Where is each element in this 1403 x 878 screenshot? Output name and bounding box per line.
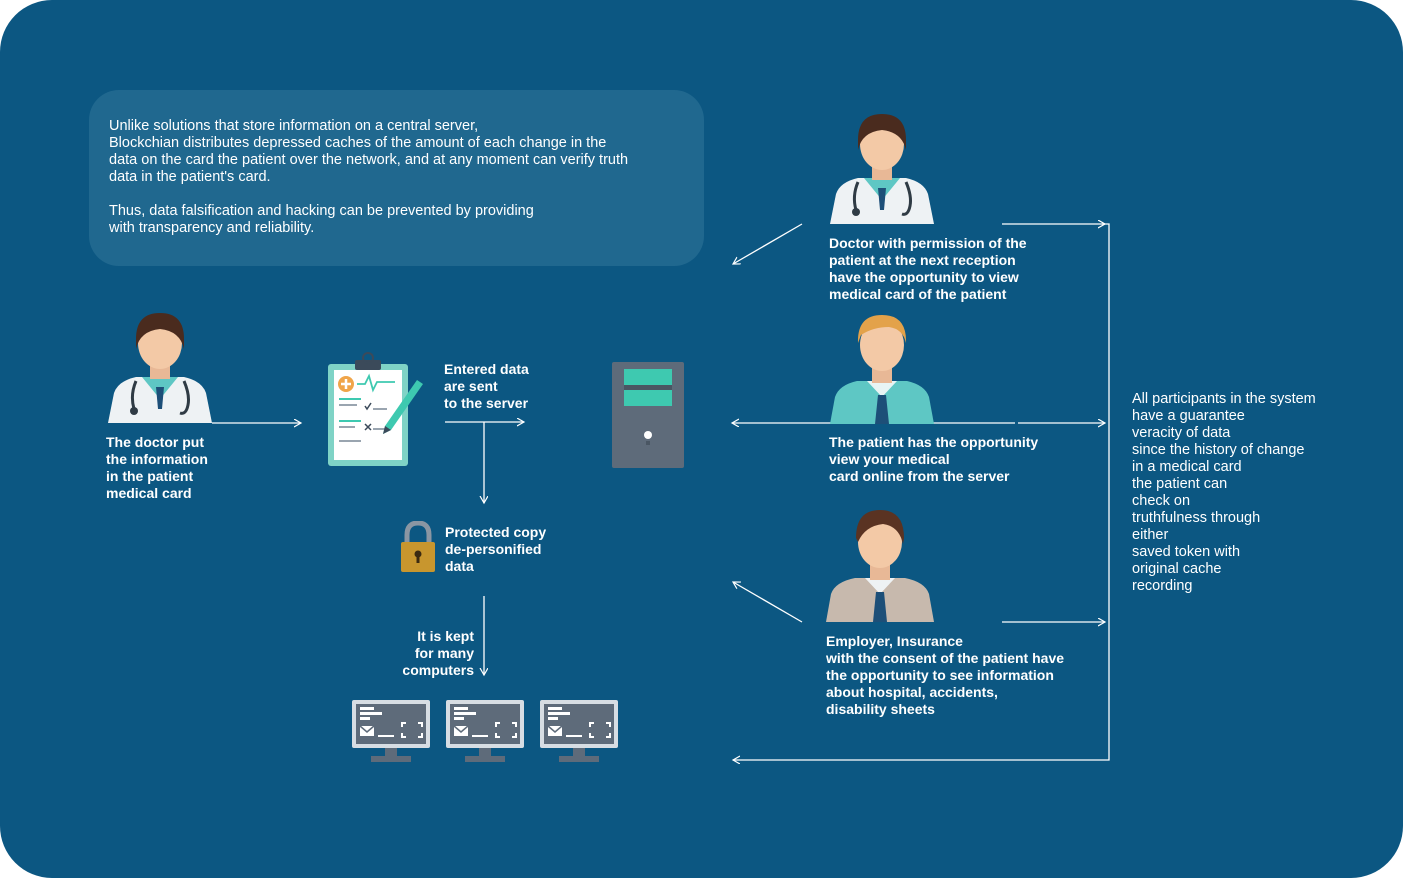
patient-icon xyxy=(830,315,934,424)
label-protected-copy: Protected copy de-personified data xyxy=(445,524,547,574)
label-participants: All participants in the system have a gu… xyxy=(1132,391,1316,594)
bracket-line xyxy=(733,223,1110,760)
medical-clipboard-icon xyxy=(328,352,423,466)
info-paragraph-2: Thus, data falsification and hacking can… xyxy=(109,203,534,236)
label-doctor-permission: Doctor with permission of the patient at… xyxy=(829,235,1027,302)
businessman-icon xyxy=(826,510,934,622)
arrow-to-employer xyxy=(733,582,803,623)
info-panel: Unlike solutions that store information … xyxy=(89,90,704,266)
info-paragraph-1: Unlike solutions that store information … xyxy=(109,118,629,185)
label-entered-data: Entered data are sent to the server xyxy=(444,361,529,411)
server-icon xyxy=(612,362,684,468)
label-employer: Employer, Insurance with the consent of … xyxy=(826,633,1065,717)
doctor-icon xyxy=(830,114,934,224)
computer-monitor-icon xyxy=(352,700,430,762)
label-kept: It is kept for many computers xyxy=(402,628,474,678)
arrow-to-doctor-right xyxy=(733,223,803,264)
label-doctor-put: The doctor put the information in the pa… xyxy=(106,434,208,501)
computer-monitor-icon xyxy=(540,700,618,762)
computer-monitor-icon xyxy=(446,700,524,762)
label-patient-view: The patient has the opportunity view you… xyxy=(829,434,1039,484)
padlock-icon xyxy=(401,521,435,572)
doctor-icon xyxy=(108,313,212,423)
